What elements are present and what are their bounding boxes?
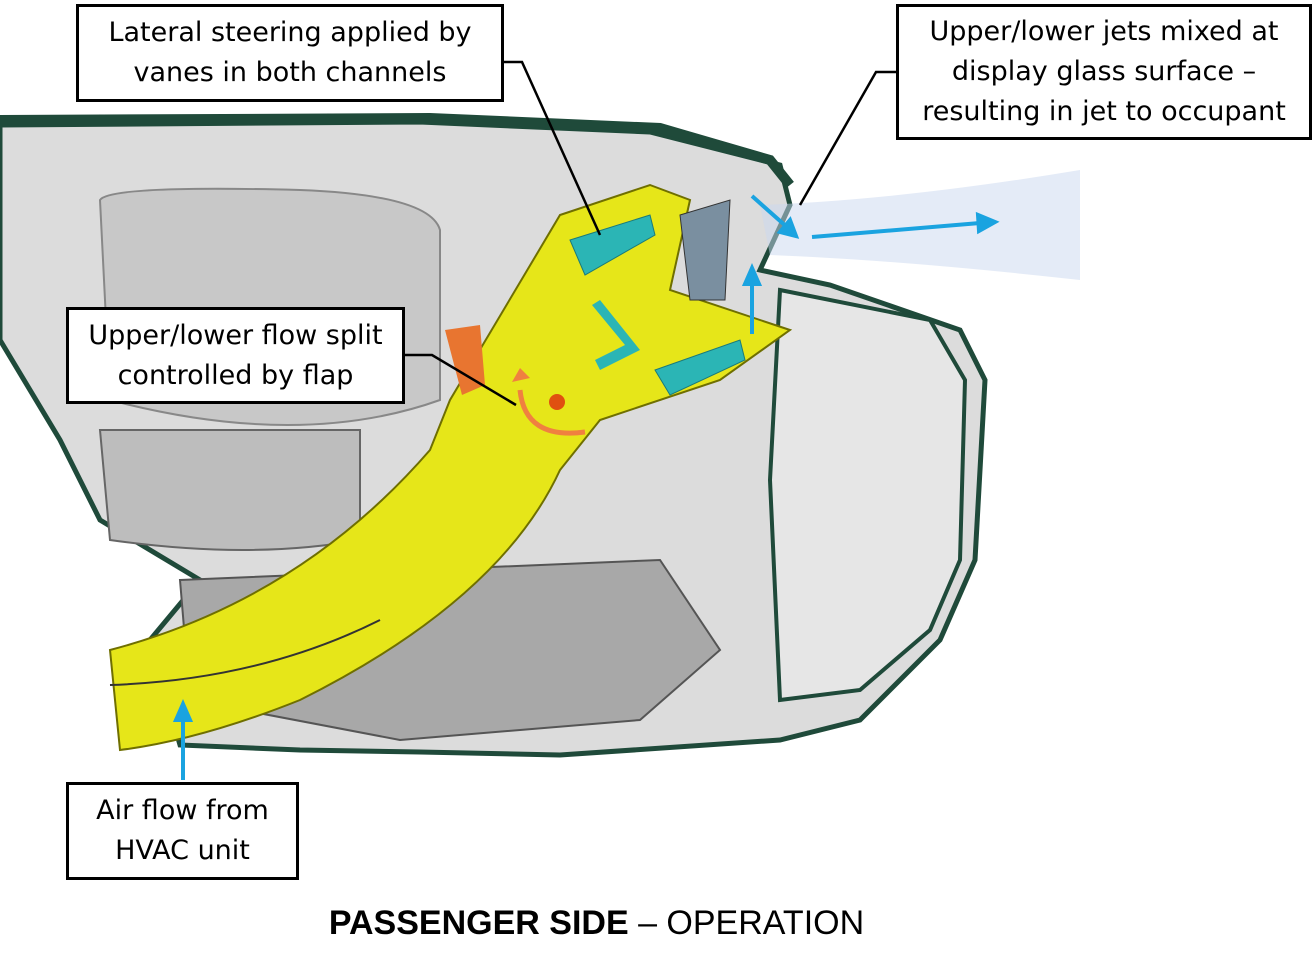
- leader-lines: [404, 60, 896, 407]
- dashboard-top-rail: [0, 112, 794, 189]
- air-jet-plume: [760, 170, 1080, 280]
- diagram-title: PASSENGER SIDE – OPERATION: [0, 904, 1193, 943]
- upper-vane: [569, 214, 656, 276]
- callout-lateral-steering: Lateral steering applied by vanes in bot…: [76, 4, 504, 102]
- right-housing: [767, 287, 968, 703]
- callout-line: controlled by flap: [117, 359, 354, 391]
- callout-jets-mixed: Upper/lower jets mixed at display glass …: [896, 4, 1312, 140]
- callout-line: Lateral steering applied by: [108, 17, 472, 48]
- callout-line: resulting in jet to occupant: [922, 96, 1286, 127]
- callout-air-flow: Air flow from HVAC unit: [66, 782, 299, 880]
- vane-linkage: [592, 300, 640, 370]
- title-rest: – OPERATION: [628, 904, 865, 942]
- orange-bracket: [445, 325, 485, 395]
- flap-pivot: [549, 394, 565, 410]
- callout-line: display glass surface –: [951, 56, 1257, 87]
- callout-line: Air flow from: [96, 795, 269, 826]
- lower-vane: [654, 339, 746, 396]
- callout-line: HVAC unit: [115, 835, 250, 866]
- callout-line: vanes in both channels: [133, 57, 447, 88]
- title-bold: PASSENGER SIDE: [328, 904, 629, 942]
- hvac-box: [98, 429, 361, 551]
- outlet-nozzle: [679, 199, 731, 301]
- airflow-arrows: [172, 194, 1000, 780]
- callout-line: Upper/lower flow split: [88, 319, 383, 351]
- callout-line: Upper/lower jets mixed at: [929, 16, 1279, 47]
- flap-rotation-arrow: [517, 389, 586, 436]
- callout-flow-split: Upper/lower flow split controlled by fla…: [66, 307, 405, 404]
